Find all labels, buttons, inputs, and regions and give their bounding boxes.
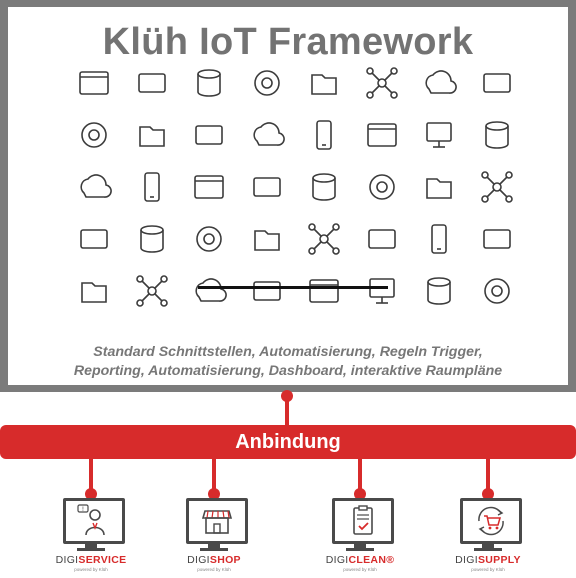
cursor-window-icon <box>477 271 517 311</box>
connector-shop-dot <box>208 488 220 500</box>
framework-frame: Klüh IoT Framework Standard Schnittstell… <box>0 0 576 392</box>
monitor-base <box>346 548 374 551</box>
powered-by: powered by Klüh <box>74 567 108 572</box>
hierarchy-icon <box>132 115 172 155</box>
gear-network-icon <box>477 167 517 207</box>
module-brand: DIGISERVICE <box>55 554 127 566</box>
module-brand: DIGISHOP <box>187 554 241 566</box>
module-brand: DIGISUPPLY <box>455 554 521 566</box>
module-digisupply[interactable]: DIGISUPPLY powered by Klüh <box>438 488 538 578</box>
code-window-icon <box>419 115 459 155</box>
connector-shop <box>212 458 216 492</box>
laptop-cursor-icon <box>189 219 229 259</box>
main-connector <box>285 392 289 426</box>
database-icon <box>419 219 459 259</box>
monitor-base <box>77 548 105 551</box>
module-brand: DIGICLEAN® <box>325 554 395 566</box>
connector-service <box>89 458 93 492</box>
hand-phone-icon <box>304 219 344 259</box>
powered-by: powered by Klüh <box>197 567 231 572</box>
monitor-stand <box>85 544 97 549</box>
clipboard-check-icon <box>353 505 373 535</box>
phone-robot-icon <box>132 271 172 311</box>
module-digishop[interactable]: DIGISHOP powered by Klüh <box>164 488 264 578</box>
caption-line-1: Standard Schnittstellen, Automatisierung… <box>93 344 483 360</box>
cloud-device-icon <box>189 63 229 103</box>
monitor-frame <box>186 498 248 544</box>
api-gear-icon <box>247 167 287 207</box>
monitor-base <box>474 548 502 551</box>
connector-supply-dot <box>482 488 494 500</box>
monitor-stand <box>482 544 494 549</box>
laptop-lock-icon <box>247 115 287 155</box>
monitor-frame <box>332 498 394 544</box>
monitor-frame <box>460 498 522 544</box>
chip-board-icon <box>477 115 517 155</box>
api-network-icon <box>74 219 114 259</box>
anbindung-bar: Anbindung <box>0 425 576 459</box>
api-folder-icon <box>189 115 229 155</box>
connector-supply <box>486 458 490 492</box>
powered-by: powered by Klüh <box>471 567 505 572</box>
page-title: Klüh IoT Framework <box>102 21 474 63</box>
monitor-base <box>200 548 228 551</box>
monitor-network-icon <box>304 271 344 311</box>
gear-window-icon <box>362 271 402 311</box>
api-cloud-icon <box>477 63 517 103</box>
folder-cursor-icon <box>362 115 402 155</box>
svg-text:!: ! <box>82 506 84 513</box>
monitor-stand <box>354 544 366 549</box>
powered-by: powered by Klüh <box>343 567 377 572</box>
connector-clean-dot <box>354 488 366 500</box>
api-server-icon <box>477 219 517 259</box>
dashboard-window-icon <box>132 219 172 259</box>
cloud-tree-icon <box>189 271 229 311</box>
monitor-frame: ! <box>63 498 125 544</box>
divider-line <box>198 286 388 289</box>
icon-grid <box>8 7 568 347</box>
warning-window-icon <box>247 63 287 103</box>
connector-service-dot <box>85 488 97 500</box>
wrench-network-icon <box>362 63 402 103</box>
microchip-icon <box>304 115 344 155</box>
framework-panel: Klüh IoT Framework Standard Schnittstell… <box>8 7 568 385</box>
star-gear-icon <box>74 271 114 311</box>
monitor-stand <box>208 544 220 549</box>
api-window-icon <box>132 63 172 103</box>
printer-device-icon <box>419 271 459 311</box>
network-window-icon <box>304 167 344 207</box>
main-connector-dot <box>281 390 293 402</box>
cloud-download-icon <box>419 167 459 207</box>
window-chart-icon <box>247 219 287 259</box>
module-digiclean[interactable]: DIGICLEAN® powered by Klüh <box>310 488 410 578</box>
api-monitor-icon <box>362 219 402 259</box>
person-service-icon: ! <box>77 504 105 536</box>
cloud-window-icon <box>74 167 114 207</box>
cloud-gear-icon <box>304 63 344 103</box>
search-code-icon <box>362 167 402 207</box>
connector-clean <box>358 458 362 492</box>
storefront-icon <box>201 510 233 534</box>
cart-cycle-icon <box>478 506 504 536</box>
cursor-circle-icon <box>419 63 459 103</box>
folder-stack-icon <box>189 167 229 207</box>
monitor-code-icon <box>74 115 114 155</box>
api-maze-icon <box>247 271 287 311</box>
network-hub-icon <box>74 63 114 103</box>
caption-line-2: Reporting, Automatisierung, Dashboard, i… <box>73 363 503 379</box>
phone-sync-icon <box>132 167 172 207</box>
module-digiservice[interactable]: ! DIGISERVICE powered by Klüh <box>41 488 141 578</box>
